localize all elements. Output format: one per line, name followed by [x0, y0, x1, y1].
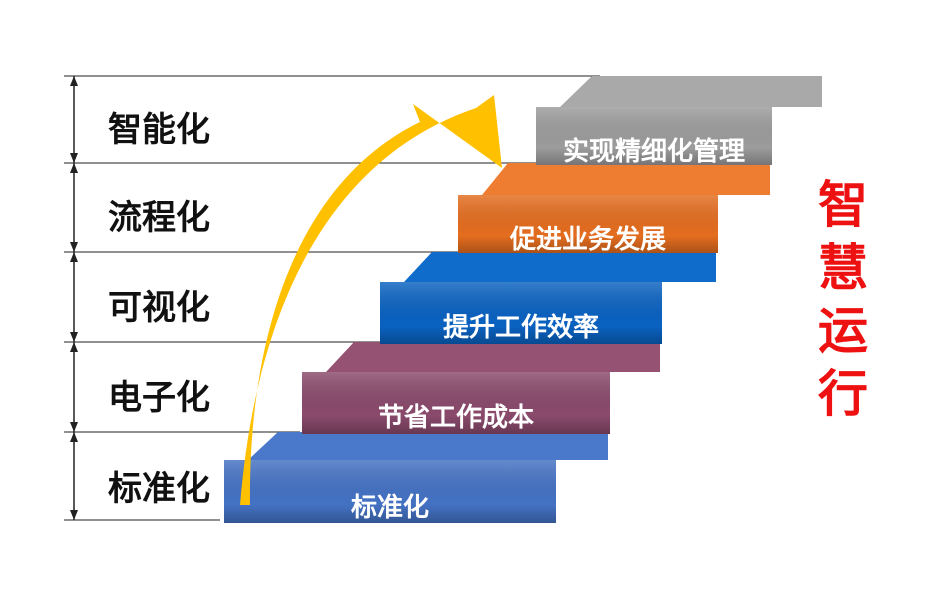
- arrowhead-down-icon: [70, 510, 78, 520]
- step-label-efficiency: 提升工作效率: [443, 312, 599, 343]
- side-title-char: 慧: [818, 239, 868, 297]
- step-shading: [224, 107, 772, 523]
- level-label-process: 流程化: [108, 198, 210, 238]
- side-title: 智 慧 运 行: [818, 176, 868, 423]
- arrowhead-up-icon: [70, 432, 78, 442]
- level-ruler: 智能化 流程化 可视化 电子化 标准化: [64, 75, 600, 521]
- step-top-refined-management: [560, 76, 822, 107]
- arrowhead-up-icon: [70, 252, 78, 262]
- step-top-save-cost: [326, 342, 660, 372]
- step-top-business: [482, 163, 770, 195]
- step-label-save-cost: 节省工作成本: [378, 403, 534, 433]
- arrowhead-down-icon: [70, 153, 78, 163]
- step-label-business: 促进业务发展: [509, 224, 666, 255]
- arrowhead-down-icon: [70, 422, 78, 432]
- step-label-refined-management: 实现精细化管理: [563, 136, 745, 167]
- growth-arrow-icon: [240, 95, 502, 505]
- level-label-intelligent: 智能化: [108, 110, 210, 150]
- level-label-electronic: 电子化: [108, 378, 210, 418]
- arrowhead-up-icon: [70, 76, 78, 86]
- step-top-standard: [248, 432, 608, 460]
- step-label-standard: 标准化: [351, 493, 429, 523]
- side-title-char: 运: [818, 302, 868, 360]
- step-top-efficiency: [404, 252, 716, 282]
- arrowhead-down-icon: [70, 332, 78, 342]
- side-title-char: 智: [818, 176, 868, 234]
- arrowhead-up-icon: [70, 163, 78, 173]
- side-title-char: 行: [818, 365, 868, 423]
- level-label-standard: 标准化: [108, 469, 210, 509]
- level-label-visual: 可视化: [108, 288, 210, 328]
- arrowhead-down-icon: [70, 242, 78, 252]
- ruler-arrowheads: [70, 76, 78, 520]
- arrowhead-up-icon: [70, 342, 78, 352]
